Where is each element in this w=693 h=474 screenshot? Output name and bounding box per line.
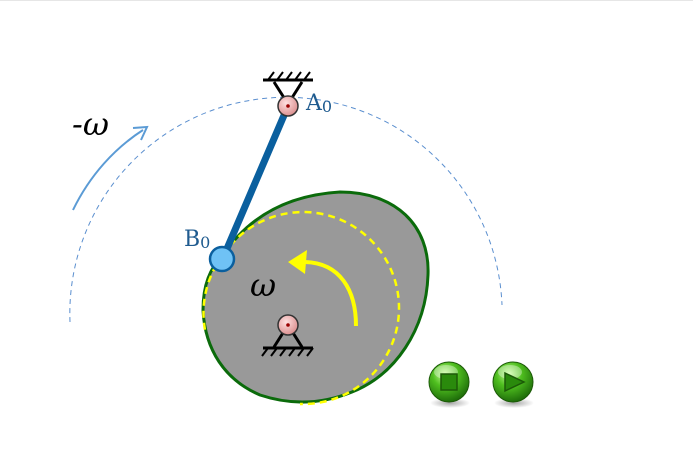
b0-label: B0 [184, 227, 210, 252]
neg-omega-arrowhead [132, 125, 149, 141]
omega-arrowhead [288, 250, 307, 274]
play-icon [504, 371, 526, 393]
omega-label: ω [250, 266, 276, 304]
top-border [0, 0, 693, 1]
base-circle-left [202, 254, 224, 331]
play-button[interactable] [492, 361, 534, 408]
base-circle [221, 210, 401, 406]
neg-omega-arrow [72, 129, 144, 211]
a0-label: A0 [305, 91, 332, 116]
neg-omega-label: -ω [72, 105, 109, 143]
cam-pivot-center [286, 323, 290, 327]
stop-icon [440, 373, 458, 391]
stop-button[interactable] [428, 361, 470, 408]
cam-profile [201, 190, 430, 404]
omega-arrow [304, 260, 358, 327]
follower-link [219, 102, 292, 262]
b0-joint [208, 245, 236, 273]
a0-pivot-center [286, 104, 290, 108]
